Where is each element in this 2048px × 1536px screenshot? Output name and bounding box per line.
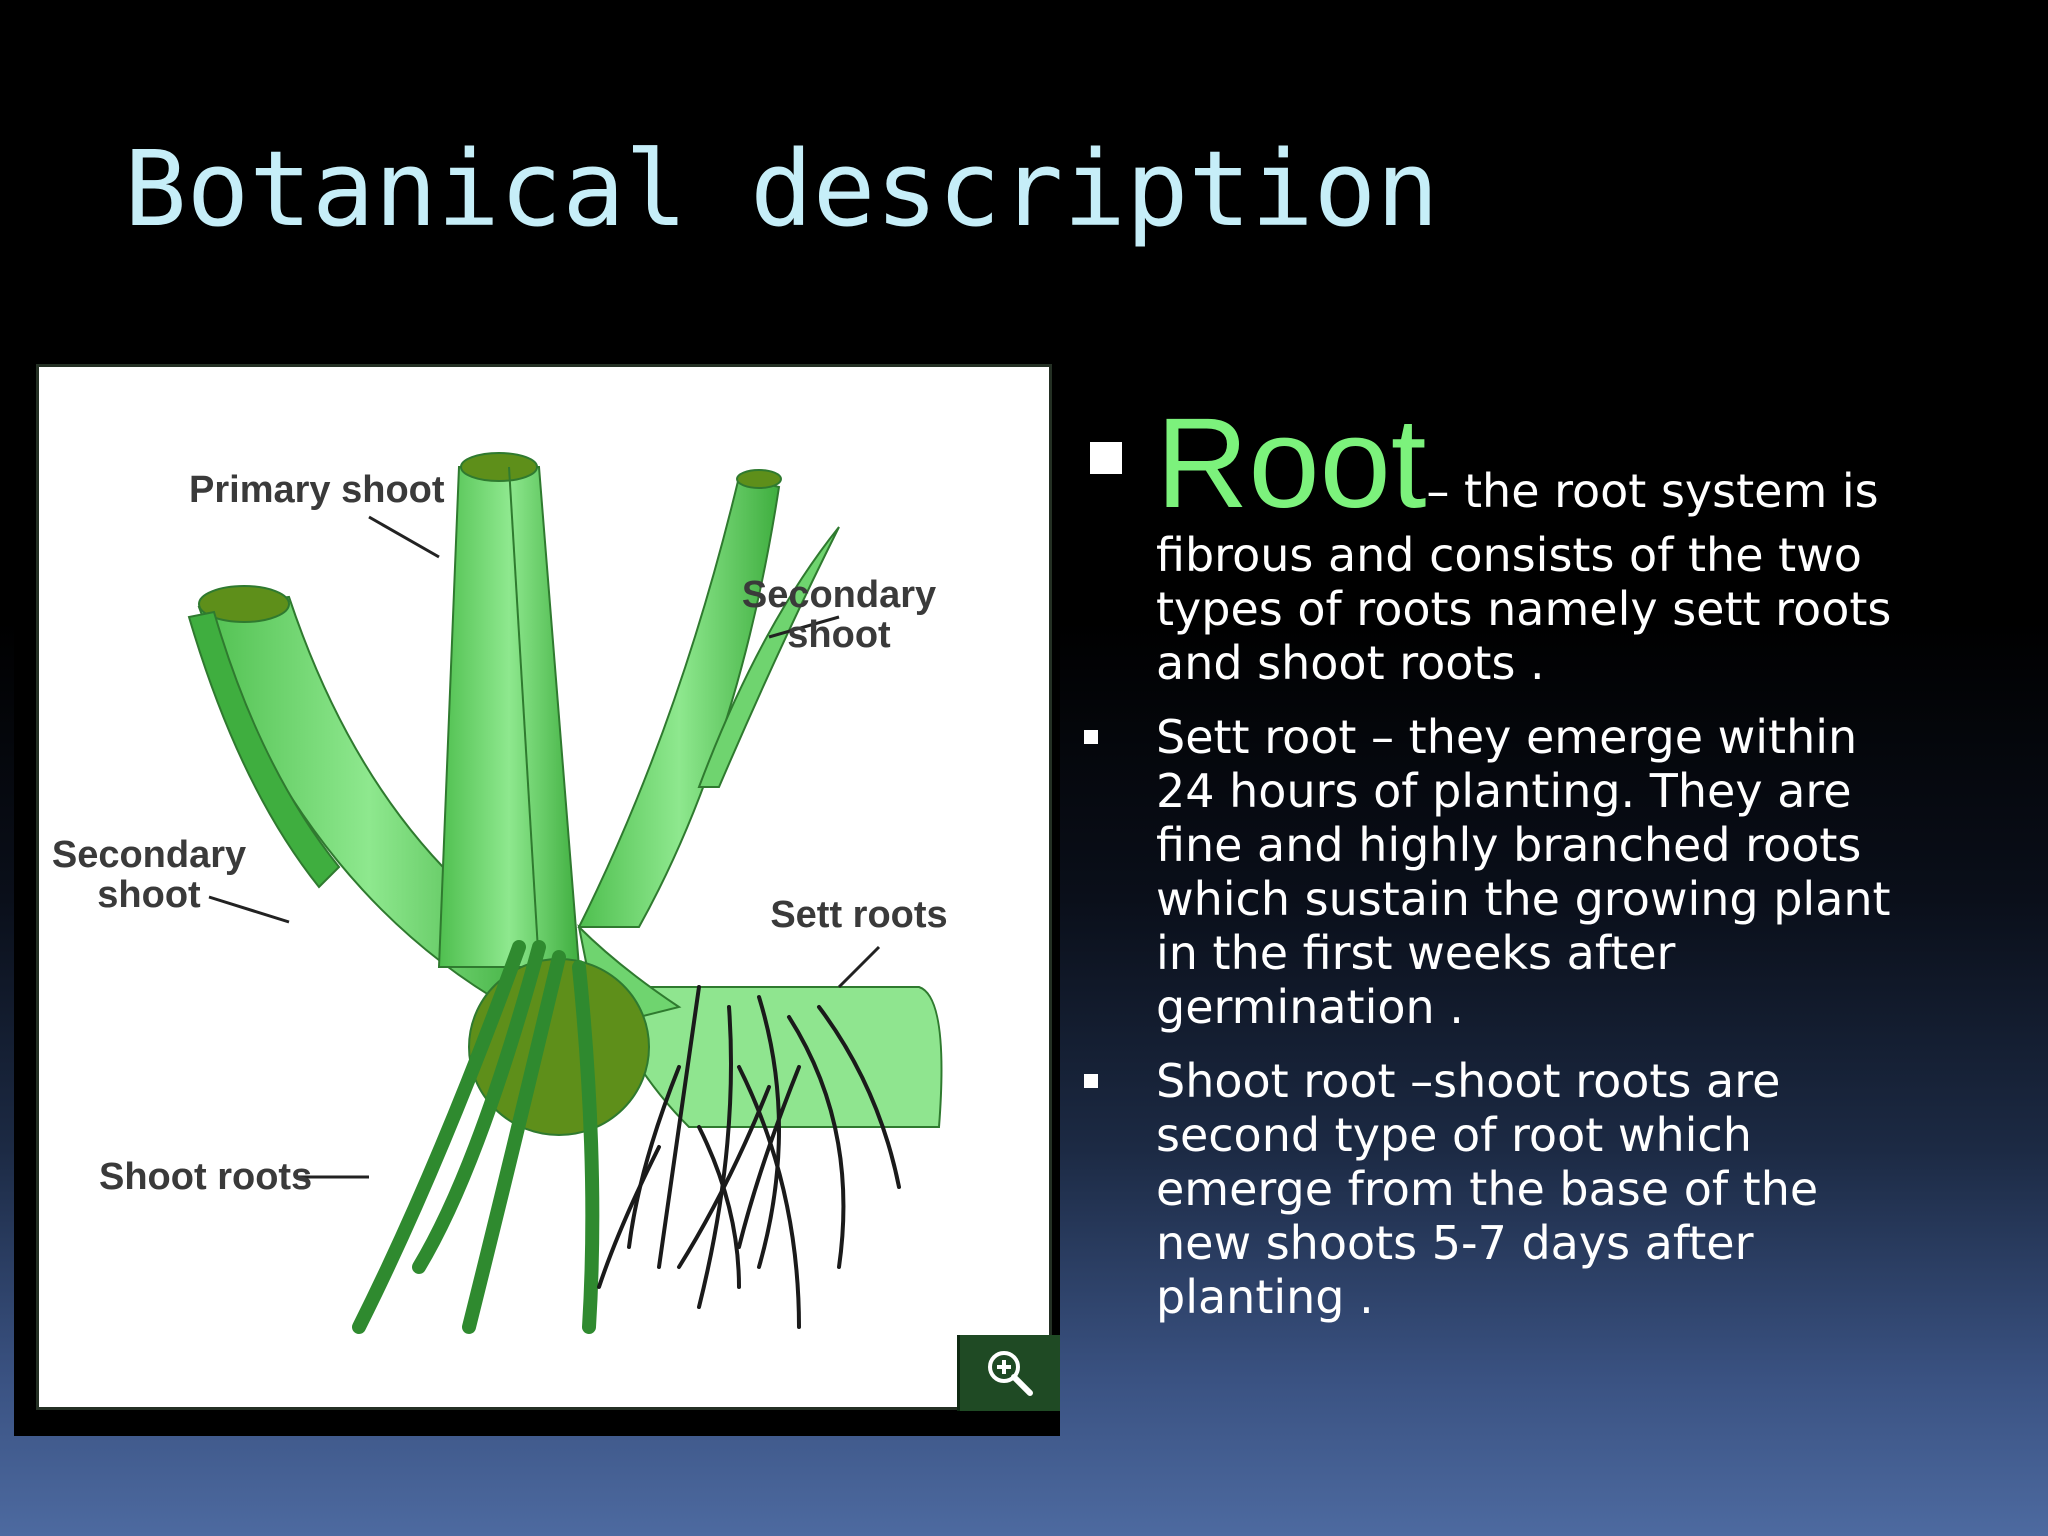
shoot-root-text-line: planting . bbox=[1156, 1270, 1374, 1324]
bullet-marker bbox=[1084, 1074, 1098, 1088]
label-shoot-roots: Shoot roots bbox=[99, 1156, 312, 1198]
root-heading: Root bbox=[1156, 392, 1427, 535]
zoom-in-icon bbox=[988, 1351, 1033, 1396]
bullet-sett-root: Sett root – they emerge within 24 hours … bbox=[1080, 710, 2000, 1034]
sett-root-text-line: in the first weeks after bbox=[1156, 926, 1676, 980]
bullet-shoot-root: Shoot root –shoot roots are second type … bbox=[1080, 1054, 2000, 1324]
plant-diagram: Primary shoot Secondary shoot Secondary … bbox=[36, 364, 1060, 1411]
label-secondary-shoot-top-2: shoot bbox=[787, 614, 891, 656]
root-lead-text: – the root system is bbox=[1426, 464, 1879, 518]
shoot-root-text-line: emerge from the base of the bbox=[1156, 1162, 1819, 1216]
label-sett-roots: Sett roots bbox=[770, 894, 947, 936]
sett-root-text-line: fine and highly branched roots bbox=[1156, 818, 1862, 872]
shoot-root-text-line: new shoots 5-7 days after bbox=[1156, 1216, 1754, 1270]
primary-shoot bbox=[437, 466, 581, 968]
label-secondary-shoot-top-1: Secondary bbox=[742, 574, 936, 616]
slide-title: Botanical description bbox=[124, 128, 1439, 250]
label-secondary-shoot-left-1: Secondary bbox=[52, 834, 246, 876]
sett-root-text-line: which sustain the growing plant bbox=[1156, 872, 1891, 926]
shoot-root-text-line: Shoot root –shoot roots are bbox=[1156, 1054, 1781, 1108]
root-text-line: and shoot roots . bbox=[1156, 636, 1545, 690]
bullet-root: Root– the root system is fibrous and con… bbox=[1080, 400, 2000, 690]
bullet-marker bbox=[1090, 442, 1122, 474]
label-primary-shoot: Primary shoot bbox=[189, 469, 445, 511]
figure-frame: Primary shoot Secondary shoot Secondary … bbox=[14, 358, 1060, 1436]
root-text-line: fibrous and consists of the two bbox=[1156, 528, 1862, 582]
label-secondary-shoot-left-2: shoot bbox=[97, 874, 201, 916]
shoot-root-text-line: second type of root which bbox=[1156, 1108, 1752, 1162]
sett-root-text-line: Sett root – they emerge within bbox=[1156, 710, 1858, 764]
bullet-list: Root– the root system is fibrous and con… bbox=[1080, 400, 2000, 1324]
shoot-roots bbox=[352, 940, 600, 1334]
root-text-line: types of roots namely sett roots bbox=[1156, 582, 1892, 636]
right-secondary-shoot bbox=[577, 475, 781, 928]
sett-root-text-line: germination . bbox=[1156, 980, 1464, 1034]
label-arrows bbox=[208, 515, 881, 1179]
sett-roots bbox=[597, 985, 901, 1329]
plant-illustration: Primary shoot Secondary shoot Secondary … bbox=[52, 452, 948, 1334]
bullet-marker bbox=[1084, 730, 1098, 744]
zoom-button[interactable] bbox=[957, 1335, 1060, 1411]
sett-root-text-line: 24 hours of planting. They are bbox=[1156, 764, 1852, 818]
